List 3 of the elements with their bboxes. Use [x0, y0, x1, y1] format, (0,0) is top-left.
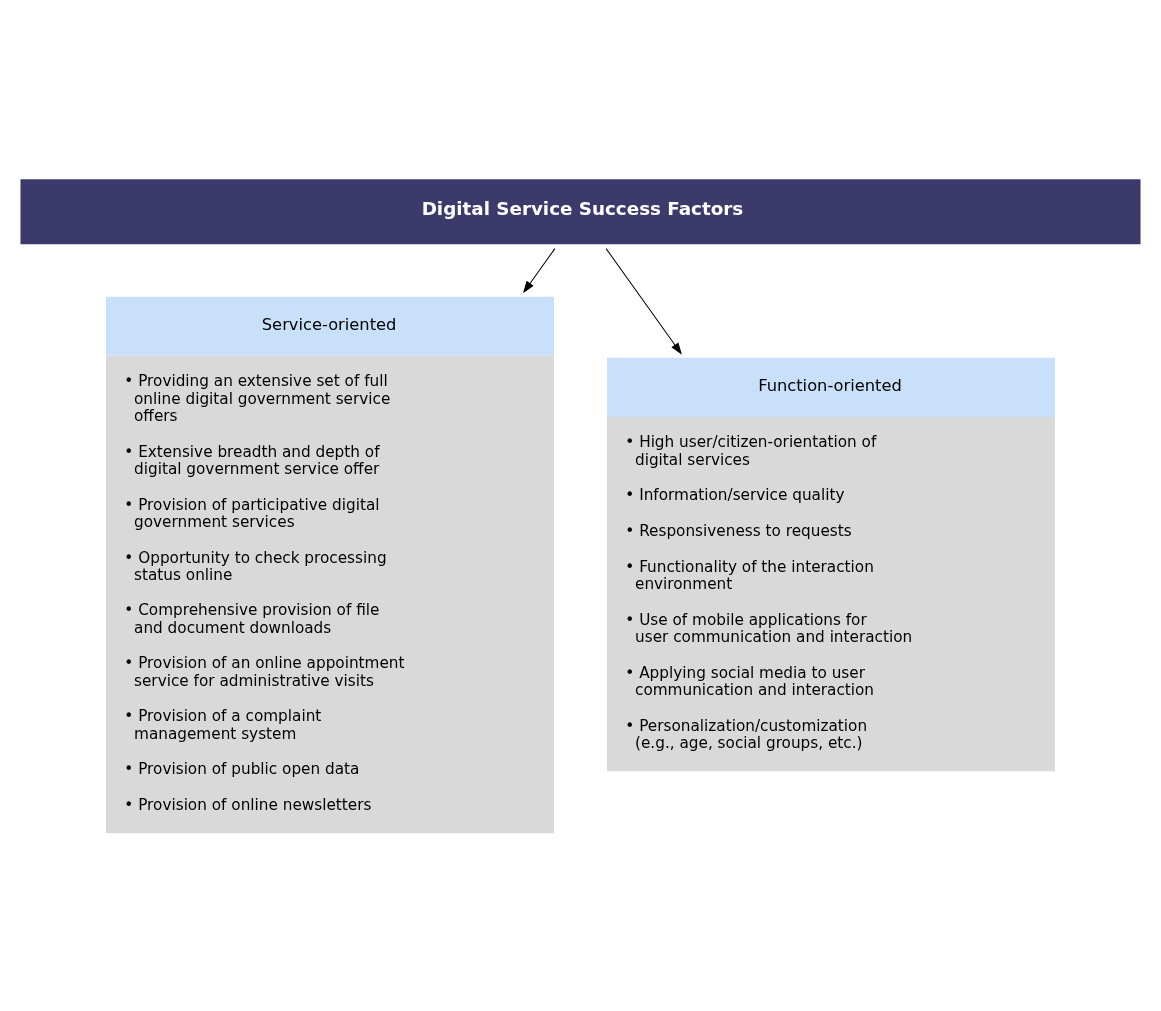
- arrow: [605, 247, 682, 355]
- arrow: [523, 247, 556, 293]
- node-box: Digital Service Success Factors: [20, 178, 1141, 244]
